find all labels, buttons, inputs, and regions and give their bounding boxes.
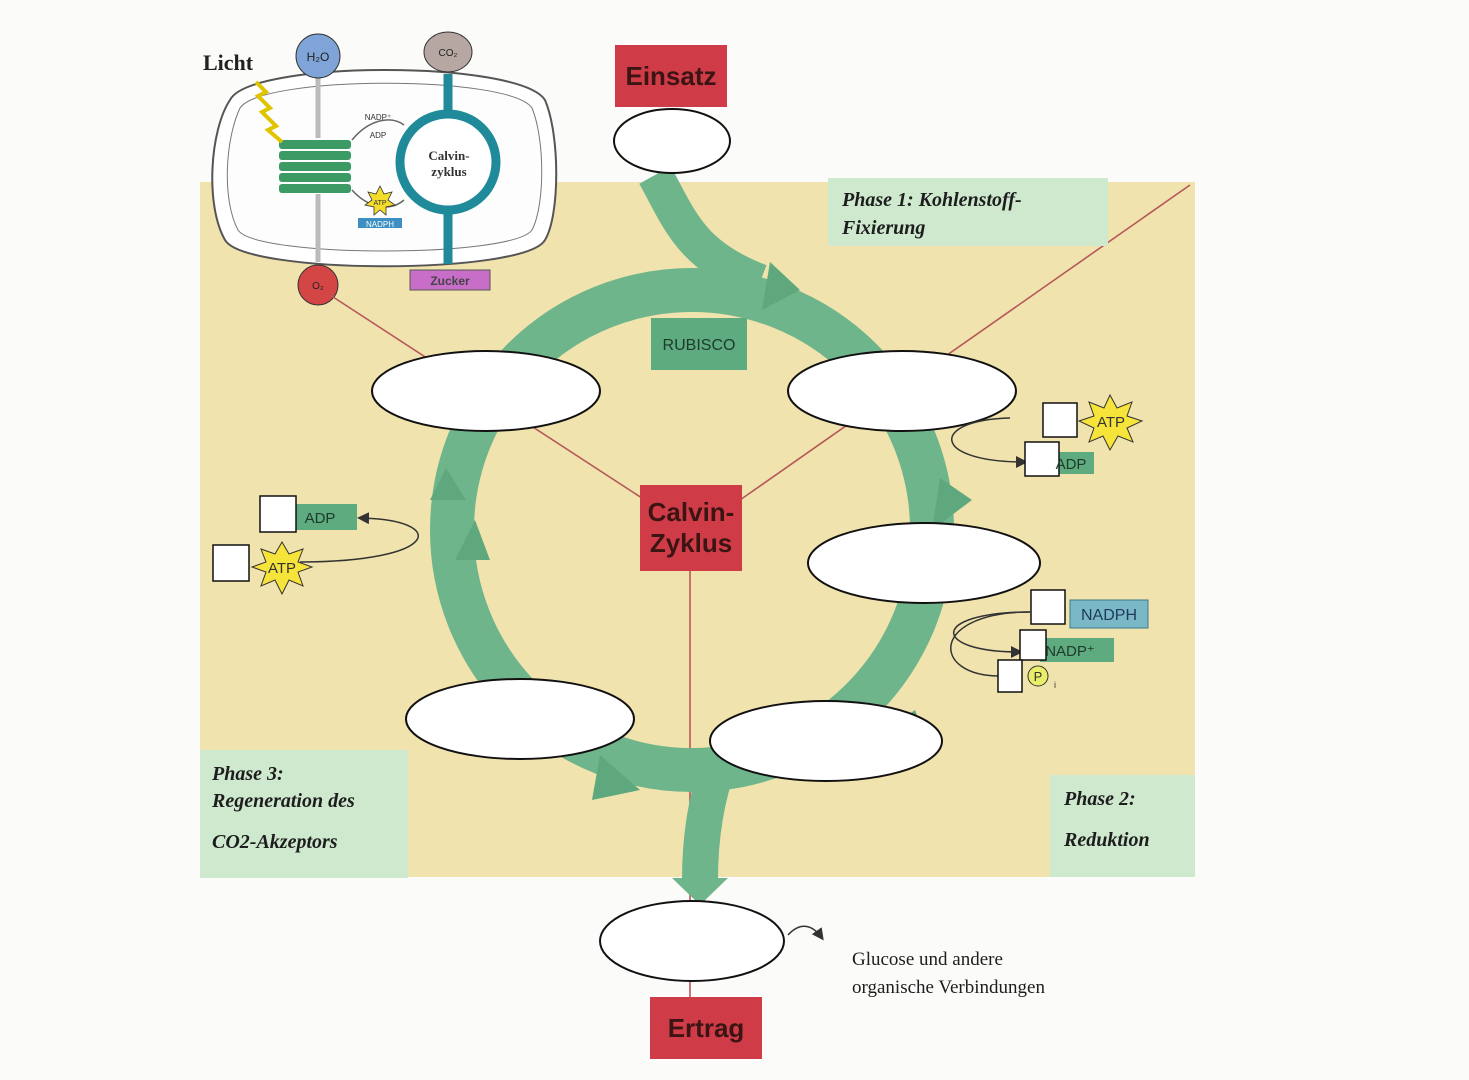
rubisco-label: RUBISCO [663,337,736,354]
oval-right-top[interactable] [787,350,1017,432]
phosphate-label: P [1034,669,1043,684]
input-arrow [639,166,767,299]
left-atp-star-icon [250,541,314,596]
inset-calvin-line1: Calvin- [428,148,469,163]
center-line2: Zyklus [650,528,732,558]
output-arrow [682,753,737,881]
output-label: Ertrag [668,1013,745,1043]
nadph-label: NADPH [1081,607,1137,624]
co2-circle [423,31,473,73]
oval-output[interactable] [599,900,785,982]
input-box [615,45,727,107]
calvin-center-box [640,485,742,571]
o2-label: O₂ [312,281,324,292]
atp-star-icon [1077,393,1144,452]
right-adp-label: ADP [1056,456,1087,473]
blank-square-atp[interactable] [1042,402,1078,438]
light-ray-icon [254,80,284,144]
nadp-label: NADP⁺ [1045,643,1095,660]
output-note-line1: Glucose und andere [852,949,1003,970]
left-adp-label: ADP [305,510,336,527]
chloroplast-inset [211,69,558,268]
phase3-line2: Regeneration des [211,790,355,812]
oval-left-top[interactable] [371,350,601,432]
phase1-line1: Phase 1: Kohlenstoff- [841,189,1022,211]
left-atp-label: ATP [268,560,296,577]
phase2-line1: Phase 2: [1063,788,1136,810]
thylakoid-stack [279,140,351,193]
h2o-label: H₂O [307,50,330,64]
left-adp-box [295,504,357,530]
nadph-box [1069,599,1149,629]
nadp-box [1040,638,1114,662]
h2o-circle [295,33,341,79]
sugar-label: Zucker [430,274,470,288]
phase3-line3: CO2-Akzeptors [212,831,338,853]
phosphate-icon [1027,665,1049,687]
blank-ovals [371,108,1041,982]
left-atp-adp-group [212,495,419,596]
blank-square-adp[interactable] [1024,441,1060,477]
oval-right-bottom[interactable] [709,700,943,782]
inset-nadph-label: NADPH [366,220,394,229]
o2-circle [297,264,339,306]
phase1-box [828,178,1108,246]
left-blank-square-adp[interactable] [259,495,297,533]
inset-nadph-box [358,218,402,228]
inset-adp-label: ADP [370,131,386,140]
output-note-line2: organische Verbindungen [852,977,1045,998]
left-blank-square-atp[interactable] [212,544,250,582]
inset-calvin-line2: zyklus [431,164,466,179]
right-nadph-group [950,589,1149,693]
center-line1: Calvin- [648,497,735,527]
phase3-line1: Phase 3: [211,763,284,785]
phase3-box [200,750,408,878]
inset-nadp-label: NADP⁺ [365,113,391,122]
blank-square-nadph[interactable] [1030,589,1066,625]
phase2-line2: Reduktion [1063,829,1150,851]
phosphate-subscript: i [1054,680,1056,690]
oval-right-mid[interactable] [807,522,1041,604]
light-label: Licht [203,50,254,75]
phase2-box [1050,775,1195,877]
sugar-box [409,269,491,291]
output-box [650,997,762,1059]
co2-label: CO₂ [439,48,458,59]
right-atp-label: ATP [1097,414,1125,431]
inset-atp-icon [364,185,396,216]
rubisco-box [651,318,747,370]
output-note-arrow [787,925,824,941]
blank-square-nadp[interactable] [1019,629,1047,661]
output-arrowhead [672,878,728,905]
oval-left-bottom[interactable] [405,678,635,760]
inset-atp-label: ATP [373,200,386,207]
blank-square-pi[interactable] [997,659,1023,693]
phase1-line2: Fixierung [841,217,925,239]
oval-input[interactable] [613,108,731,174]
right-atp-adp-group [951,393,1144,477]
input-label: Einsatz [625,61,716,91]
